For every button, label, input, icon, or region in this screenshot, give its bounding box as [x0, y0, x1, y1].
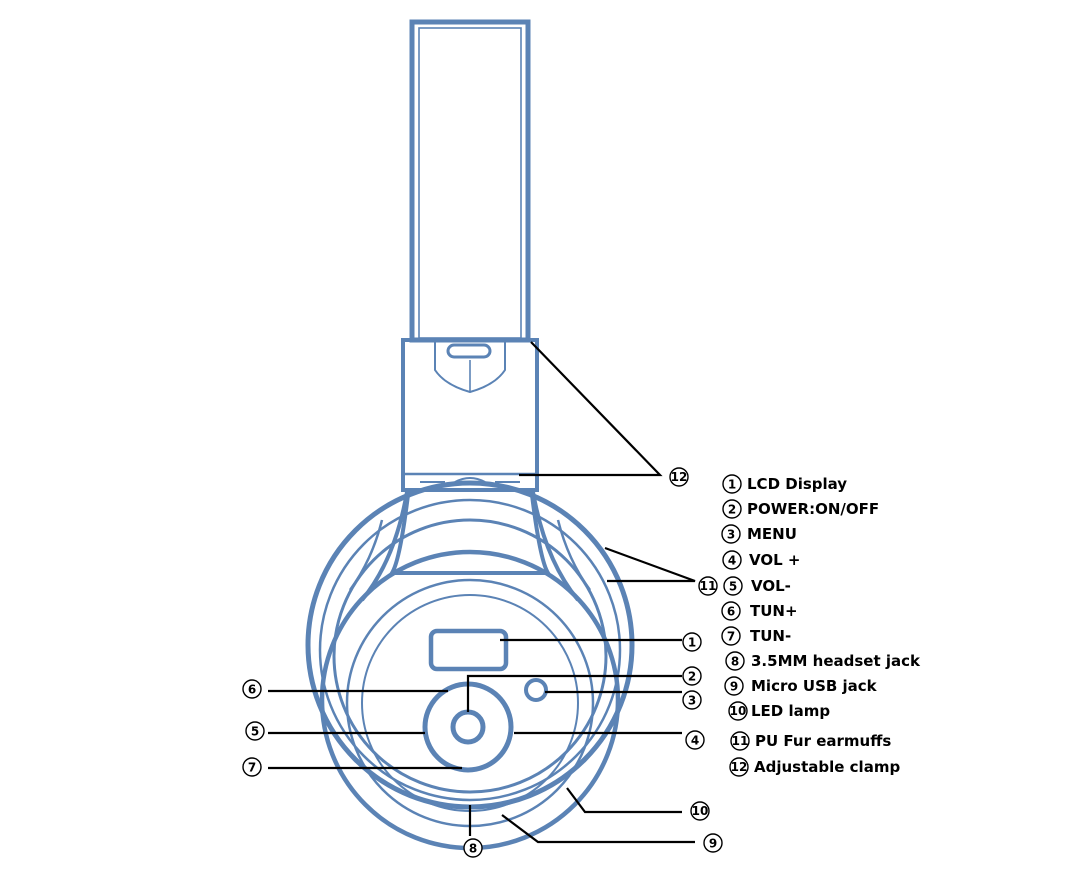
headphone-illustration — [305, 19, 635, 851]
svg-text:VOL +: VOL + — [749, 551, 800, 569]
callout-number-6: 6 — [242, 679, 262, 699]
legend-item-3: 3 MENU — [721, 524, 797, 544]
earcup-face — [319, 549, 621, 851]
svg-text:4: 4 — [691, 734, 699, 748]
legend-item-9: 9 Micro USB jack — [724, 676, 878, 696]
svg-text:TUN+: TUN+ — [750, 602, 798, 620]
svg-text:7: 7 — [248, 761, 256, 775]
svg-text:3: 3 — [727, 528, 735, 542]
callout-number-10: 10 — [690, 801, 710, 821]
svg-text:3: 3 — [688, 694, 696, 708]
svg-text:Micro USB jack: Micro USB jack — [751, 677, 878, 695]
legend-item-10: 10 LED lamp — [728, 701, 830, 721]
svg-text:6: 6 — [727, 605, 735, 619]
svg-text:12: 12 — [731, 760, 748, 774]
svg-text:8: 8 — [469, 842, 477, 856]
svg-text:9: 9 — [709, 837, 717, 851]
callout-number-4: 4 — [685, 730, 705, 750]
svg-text:8: 8 — [731, 655, 739, 669]
svg-text:4: 4 — [728, 554, 736, 568]
legend-item-6: 6 TUN+ — [721, 601, 798, 621]
svg-text:11: 11 — [700, 579, 717, 593]
svg-text:Adjustable clamp: Adjustable clamp — [754, 758, 900, 776]
svg-text:LCD Display: LCD Display — [747, 475, 847, 493]
legend-item-1: 1 LCD Display — [722, 474, 847, 494]
leader-lines — [268, 341, 696, 844]
svg-text:LED lamp: LED lamp — [751, 702, 830, 720]
callout-number-9: 9 — [703, 833, 723, 853]
legend-item-7: 7 TUN- — [721, 626, 791, 646]
svg-text:12: 12 — [671, 470, 688, 484]
svg-text:2: 2 — [728, 503, 736, 517]
legend-item-5: 5 VOL- — [723, 576, 791, 596]
callout-number-11: 11 — [698, 576, 718, 596]
adjustable-clamp — [401, 338, 539, 492]
svg-text:10: 10 — [692, 804, 709, 818]
power-button — [450, 709, 486, 745]
svg-text:1: 1 — [728, 478, 736, 492]
legend-item-4: 4 VOL + — [722, 550, 800, 570]
svg-text:7: 7 — [727, 630, 735, 644]
headband — [409, 19, 531, 343]
callout-number-8: 8 — [463, 838, 483, 858]
svg-text:MENU: MENU — [747, 525, 797, 543]
earmuff-rings — [305, 480, 635, 810]
callout-number-2: 2 — [682, 666, 702, 686]
lcd-display — [428, 628, 509, 672]
menu-button — [524, 678, 548, 702]
svg-text:PU Fur earmuffs: PU Fur earmuffs — [755, 732, 891, 750]
svg-text:6: 6 — [248, 683, 256, 697]
svg-text:11: 11 — [732, 734, 749, 748]
svg-text:TUN-: TUN- — [750, 627, 791, 645]
callout-number-12: 12 — [669, 467, 689, 487]
callout-number-3: 3 — [682, 690, 702, 710]
legend: 1 LCD Display 2 POWER:ON/OFF 3 MENU 4 VO… — [721, 474, 921, 777]
callout-number-7: 7 — [242, 757, 262, 777]
callout-number-5: 5 — [245, 721, 265, 741]
callout-number-1: 1 — [682, 632, 702, 652]
svg-text:2: 2 — [688, 670, 696, 684]
svg-text:3.5MM headset jack: 3.5MM headset jack — [751, 652, 921, 670]
legend-item-12: 12 Adjustable clamp — [729, 757, 900, 777]
legend-item-8: 8 3.5MM headset jack — [725, 651, 921, 671]
svg-text:9: 9 — [730, 680, 738, 694]
svg-text:POWER:ON/OFF: POWER:ON/OFF — [747, 500, 879, 518]
svg-text:5: 5 — [251, 725, 259, 739]
legend-item-2: 2 POWER:ON/OFF — [722, 499, 879, 519]
svg-text:5: 5 — [729, 580, 737, 594]
svg-text:VOL-: VOL- — [751, 577, 791, 595]
svg-text:1: 1 — [688, 636, 696, 650]
svg-text:10: 10 — [730, 704, 747, 718]
legend-item-11: 11 PU Fur earmuffs — [730, 731, 891, 751]
